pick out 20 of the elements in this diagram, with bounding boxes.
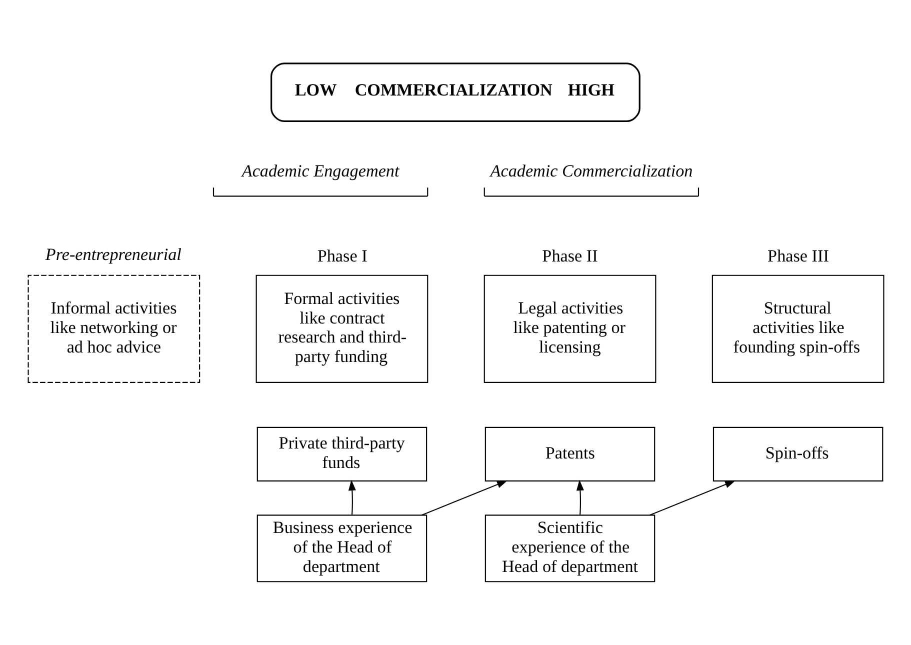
node-box: Patents <box>484 426 655 482</box>
arrow <box>348 480 356 515</box>
arrow <box>576 480 584 515</box>
node-box: Formal activities like contract research and third-party funding <box>255 274 428 383</box>
node-box: Spin-offs <box>712 426 883 482</box>
node-box: Scientific experience of the Head of department <box>484 514 655 582</box>
arrow <box>649 480 736 516</box>
node-box: LOW COMMERCIALIZATION HIGH <box>270 62 640 122</box>
label: Academic Engagement <box>241 162 399 181</box>
node-label: Pre-entrepreneurial <box>44 245 181 264</box>
node-box: Structural activities like founding spin-offs <box>711 274 884 383</box>
label: Academic Commercialization <box>490 162 692 181</box>
node-box: Legal activities like patenting or licensing <box>483 274 656 383</box>
node-label: Phase III <box>767 246 828 266</box>
node-box: Informal activities like networking or ad hoc advice <box>27 274 200 383</box>
node-box: Business experience of the Head of department <box>256 514 427 582</box>
node-label: Phase II <box>542 246 598 266</box>
arrow <box>420 480 508 516</box>
node-label: Phase I <box>316 246 367 266</box>
node-box: Private third-party funds <box>256 426 427 482</box>
